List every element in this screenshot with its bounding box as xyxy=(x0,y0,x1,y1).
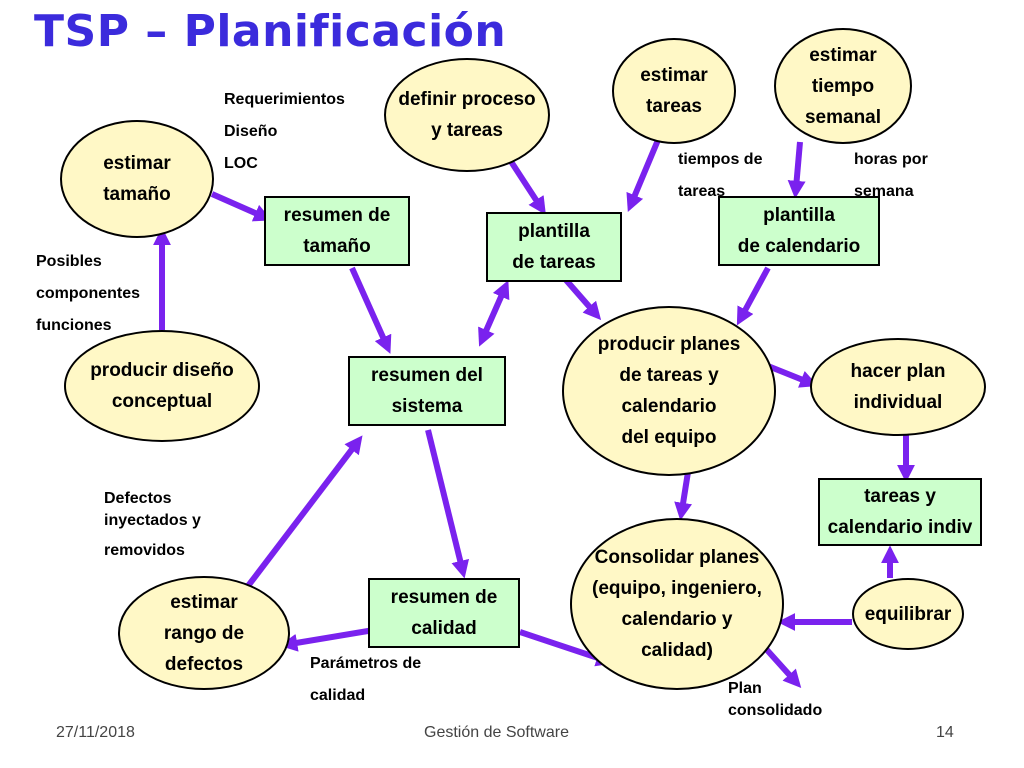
note-parametros: Parámetros de calidad xyxy=(310,655,422,704)
node-consolidar: Consolidar planes (equipo, ingeniero, ca… xyxy=(570,518,784,690)
arrow-producir-to-consolidar xyxy=(674,471,693,521)
footer-course: Gestión de Software xyxy=(424,724,569,741)
slide-title: TSP – Planificación xyxy=(34,6,507,57)
node-equilibrar: equilibrar xyxy=(852,578,964,650)
note-tiempos: tiempos de tareas xyxy=(678,151,763,200)
arrow-producir-to-hacer-plan xyxy=(766,363,819,388)
note-requerimientos: Requerimientos Diseño LOC xyxy=(224,91,345,172)
node-estimar-tamano: estimar tamaño xyxy=(60,120,214,238)
arrow-calidad-to-consolidar xyxy=(519,629,615,667)
note-posibles: Posibles componentes funciones xyxy=(36,253,141,334)
arrow-estimar-tareas-to-plantilla xyxy=(626,138,661,212)
node-resumen-sistema: resumen del sistema xyxy=(348,356,506,426)
node-estimar-rango: estimar rango de defectos xyxy=(118,576,290,690)
node-plantilla-tareas: plantilla de tareas xyxy=(486,212,622,282)
node-plantilla-calendario: plantilla de calendario xyxy=(718,196,880,266)
arrow-rango-to-sistema xyxy=(245,435,363,588)
note-horas: horas por semana xyxy=(854,151,928,200)
arrow-calendario-to-producir xyxy=(736,266,771,326)
node-estimar-tiempo: estimar tiempo semanal xyxy=(774,28,912,144)
footer-date: 27/11/2018 xyxy=(56,724,135,741)
arrow-definir-to-plantilla xyxy=(507,158,546,216)
footer-page-number: 14 xyxy=(936,724,954,741)
node-tareas-calendario: tareas y calendario indiv xyxy=(818,478,982,546)
node-resumen-tamano: resumen de tamaño xyxy=(264,196,410,266)
arrow-sistema-to-resumen-calidad xyxy=(425,429,470,579)
arrow-resumen-tamano-to-sistema xyxy=(349,266,392,354)
arrow-plantilla-to-producir xyxy=(563,278,602,321)
node-hacer-plan: hacer plan individual xyxy=(810,338,986,436)
node-producir-diseno: producir diseño conceptual xyxy=(64,330,260,442)
note-defectos: Defectos inyectados y removidos xyxy=(104,490,201,559)
node-definir-proceso: definir proceso y tareas xyxy=(384,58,550,172)
node-producir-planes: producir planes de tareas y calendario d… xyxy=(562,306,776,476)
arrow-calidad-to-rango xyxy=(279,627,375,652)
arrow-tiempo-to-calendario xyxy=(787,141,806,199)
node-estimar-tareas: estimar tareas xyxy=(612,38,736,144)
arrow-tamano-to-resumen xyxy=(210,191,272,222)
arrow-sistema-plantilla-bidirectional xyxy=(478,280,510,347)
note-plan: Plan consolidado xyxy=(728,680,823,719)
node-resumen-calidad: resumen de calidad xyxy=(368,578,520,648)
